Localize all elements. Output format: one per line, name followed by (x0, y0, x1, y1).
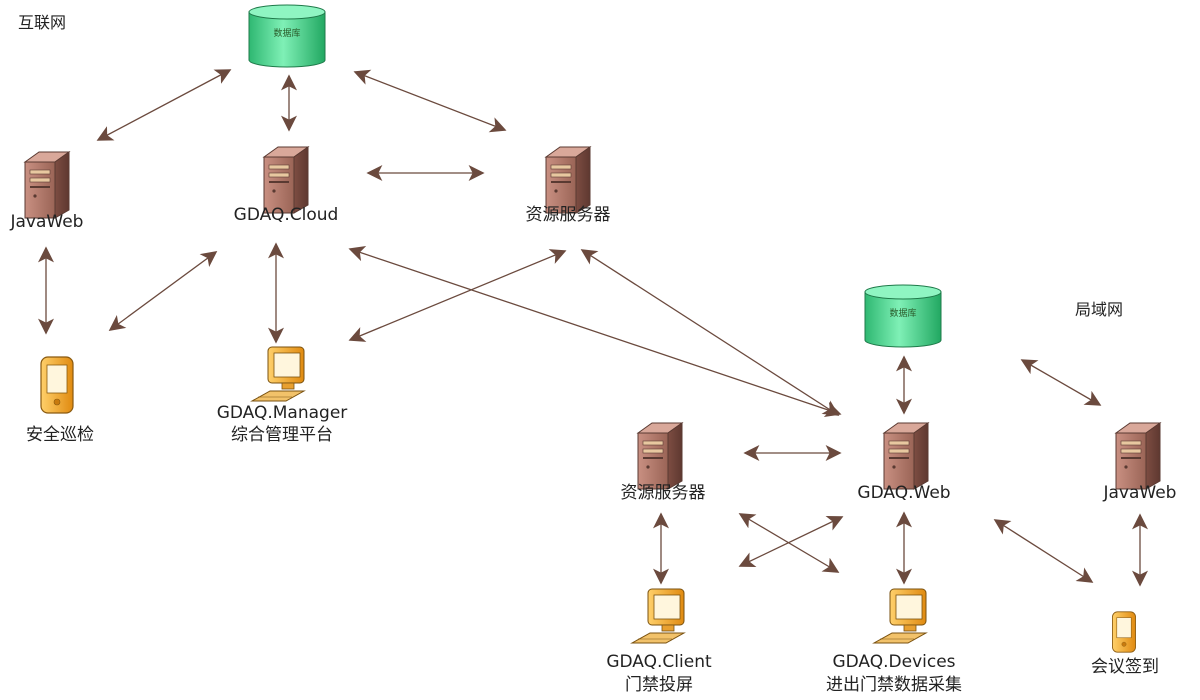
arrow-web-checkin (993, 519, 1094, 583)
arrow-cloud-patrol (108, 251, 218, 331)
server-icon (883, 422, 929, 490)
client-sublabel: 门禁投屏 (625, 675, 693, 695)
connector-arrows (38, 69, 1148, 587)
devices-sublabel: 进出门禁数据采集 (826, 675, 962, 695)
database-node-internet: 数据库 (248, 4, 326, 68)
resource-server-label: 资源服务器 (526, 205, 611, 225)
client-node: GDAQ.Client 门禁投屏 (606, 588, 712, 695)
arrow-cloud-web (348, 246, 842, 417)
client-label: GDAQ.Client (606, 652, 712, 672)
server-icon (545, 146, 591, 214)
devices-label: GDAQ.Devices (832, 652, 955, 672)
devices-node: GDAQ.Devices 进出门禁数据采集 (826, 588, 962, 695)
server-icon (24, 151, 70, 219)
database-label: 数据库 (273, 27, 300, 39)
web-node: GDAQ.Web (857, 422, 951, 503)
pda-icon (1112, 611, 1136, 653)
database-label: 数据库 (889, 307, 916, 319)
server-icon (1115, 422, 1161, 490)
workstation-icon (631, 588, 685, 644)
arrow-resource-manager (348, 249, 567, 342)
resource-server-node-lan: 资源服务器 (621, 422, 706, 503)
manager-label: GDAQ.Manager (217, 403, 348, 423)
server-icon (637, 422, 683, 490)
resource-server-label: 资源服务器 (621, 483, 706, 503)
checkin-label: 会议签到 (1091, 657, 1159, 677)
pda-icon (40, 356, 74, 414)
web-label: GDAQ.Web (857, 483, 950, 503)
arrow-db-javaweb (96, 69, 232, 141)
database-node-lan: 数据库 (864, 284, 942, 348)
javaweb-label: JavaWeb (1103, 483, 1177, 503)
javaweb-node-internet: JavaWeb (10, 151, 84, 232)
server-icon (263, 146, 309, 214)
workstation-icon (251, 346, 305, 402)
cloud-label: GDAQ.Cloud (234, 205, 339, 225)
patrol-node: 安全巡检 (26, 356, 94, 445)
arrow-resource-web (580, 249, 840, 416)
manager-node: GDAQ.Manager 综合管理平台 (217, 346, 348, 445)
cloud-node: GDAQ.Cloud (234, 146, 339, 225)
manager-sublabel: 综合管理平台 (231, 425, 333, 445)
arrow-dblan-javaweb (1020, 359, 1102, 406)
patrol-label: 安全巡检 (26, 425, 94, 445)
zone-label-internet: 互联网 (18, 13, 66, 32)
arrow-web-client (738, 516, 844, 567)
javaweb-node-lan: JavaWeb (1103, 422, 1177, 503)
zone-label-lan: 局域网 (1075, 300, 1123, 319)
javaweb-label: JavaWeb (10, 212, 84, 232)
resource-server-node-internet: 资源服务器 (526, 146, 611, 225)
arrow-db-resource (353, 69, 507, 133)
checkin-node: 会议签到 (1091, 611, 1159, 677)
workstation-icon (873, 588, 927, 644)
